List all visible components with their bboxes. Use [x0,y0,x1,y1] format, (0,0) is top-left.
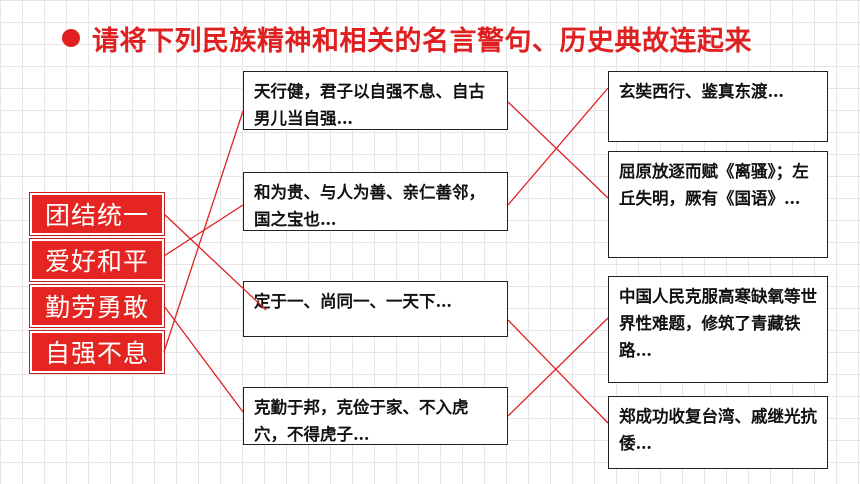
connector-line [507,319,609,424]
connector-line [163,110,244,353]
story-box[interactable]: 郑成功收复台湾、戚继光抗倭… [608,396,828,469]
page-title: 请将下列民族精神和相关的名言警句、历史典故连起来 [92,25,752,57]
quote-box[interactable]: 和为贵、与人为善、亲仁善邻，国之宝也… [243,172,508,231]
quote-box[interactable]: 天行健，君子以自强不息、自古男儿当自强… [243,71,508,130]
story-box[interactable]: 玄奘西行、鉴真东渡… [608,71,828,142]
connector-line [163,305,244,413]
connector-line [507,87,609,206]
connector-line [163,204,244,257]
spirit-label-unity[interactable]: 团结统一 [30,193,164,235]
spirit-label-self-strengthening[interactable]: 自强不息 [30,331,164,373]
spirit-label-peace[interactable]: 爱好和平 [30,239,164,281]
connector-line [507,101,609,199]
title-row: 请将下列民族精神和相关的名言警句、历史典故连起来 [62,18,752,58]
connector-line [507,317,609,417]
story-box[interactable]: 中国人民克服高寒缺氧等世界性难题，修筑了青藏铁路… [608,276,828,383]
quote-box[interactable]: 克勤于邦，克俭于家、不入虎穴，不得虎子… [243,387,508,445]
story-box[interactable]: 屈原放逐而赋《离骚》；左丘失明，厥有《国语》… [608,151,828,258]
spirit-label-diligence[interactable]: 勤劳勇敢 [30,285,164,327]
bullet-icon [62,29,80,47]
quote-box[interactable]: 定于一、尚同一、一天下… [243,281,508,337]
